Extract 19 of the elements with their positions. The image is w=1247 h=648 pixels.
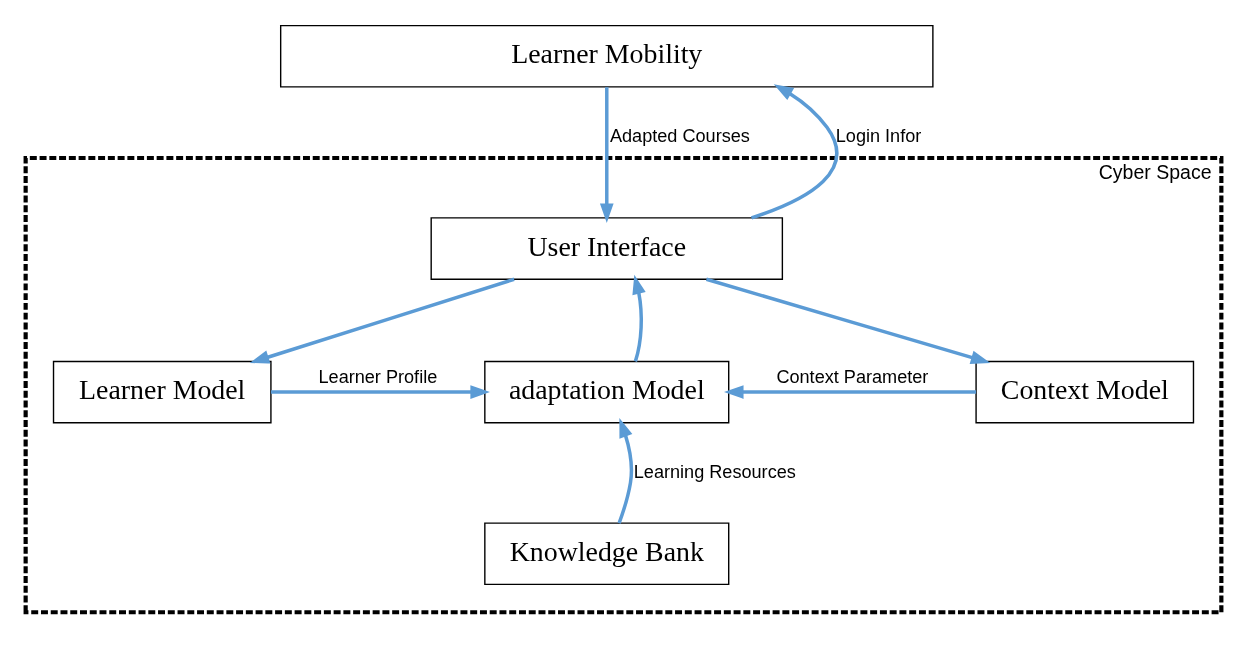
edge-label: Adapted Courses <box>609 125 750 146</box>
arrow <box>632 274 646 362</box>
node-box: Knowledge Bank <box>484 521 730 585</box>
node-box: Learner Mobility <box>280 24 934 88</box>
arrow <box>599 86 614 223</box>
arrow <box>724 384 977 399</box>
edge-label: Login Infor <box>835 125 922 146</box>
edge-label: Learner Profile <box>318 366 438 387</box>
node-box: Learner Model <box>52 360 272 423</box>
arrow <box>705 277 991 364</box>
node-box: Context Model <box>975 360 1195 423</box>
edge-label: Learning Resources <box>633 461 796 482</box>
arrow <box>617 417 634 524</box>
arrow <box>271 384 490 399</box>
edge-label: Context Parameter <box>776 366 929 387</box>
node-box: adaptation Model <box>484 360 730 423</box>
arrow <box>750 83 839 220</box>
arrow <box>249 277 515 364</box>
node-box: User Interface <box>430 216 784 280</box>
